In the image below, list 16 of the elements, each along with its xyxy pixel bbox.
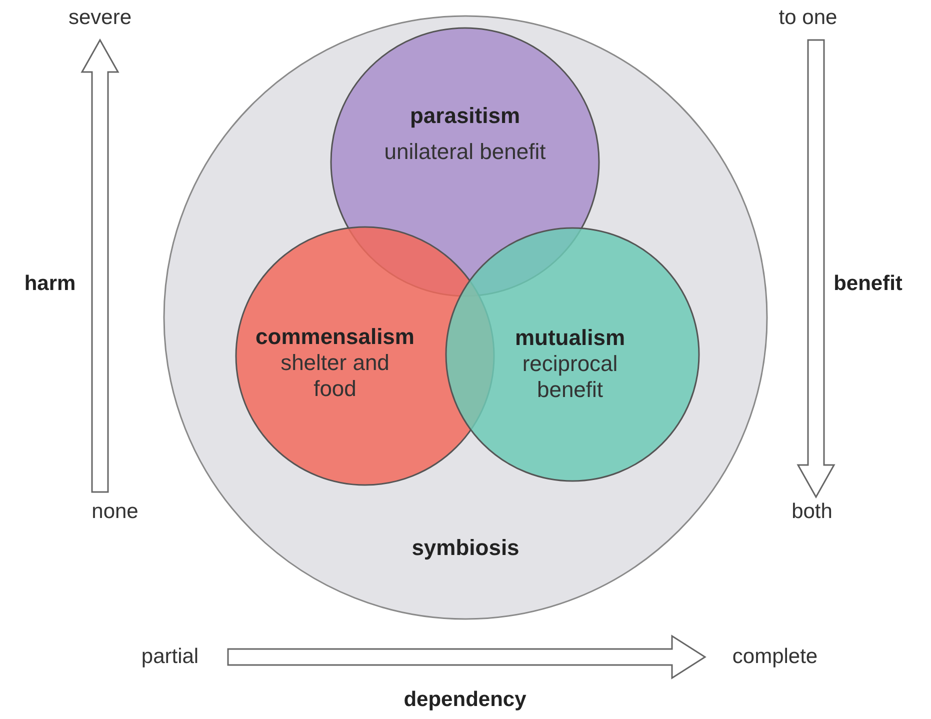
circle-description: shelter and food [280,350,390,402]
scale-label: severe [68,6,132,30]
circle-description: unilateral benefit [383,139,547,165]
scale-label: both [792,500,832,524]
scale-label: none [92,500,138,524]
axis-title: benefit [834,272,902,296]
scale-label: partial [141,645,199,669]
circle-title: mutualism [514,325,626,351]
scale-label: complete [732,645,818,669]
axis-title: harm [24,272,76,296]
axis-title: dependency [404,688,526,712]
circle-title: symbiosis [410,535,520,561]
circle-description: reciprocal benefit [521,351,619,403]
scale-label: to one [778,6,838,30]
circle-title: commensalism [254,324,416,350]
circle-title: parasitism [408,103,522,129]
